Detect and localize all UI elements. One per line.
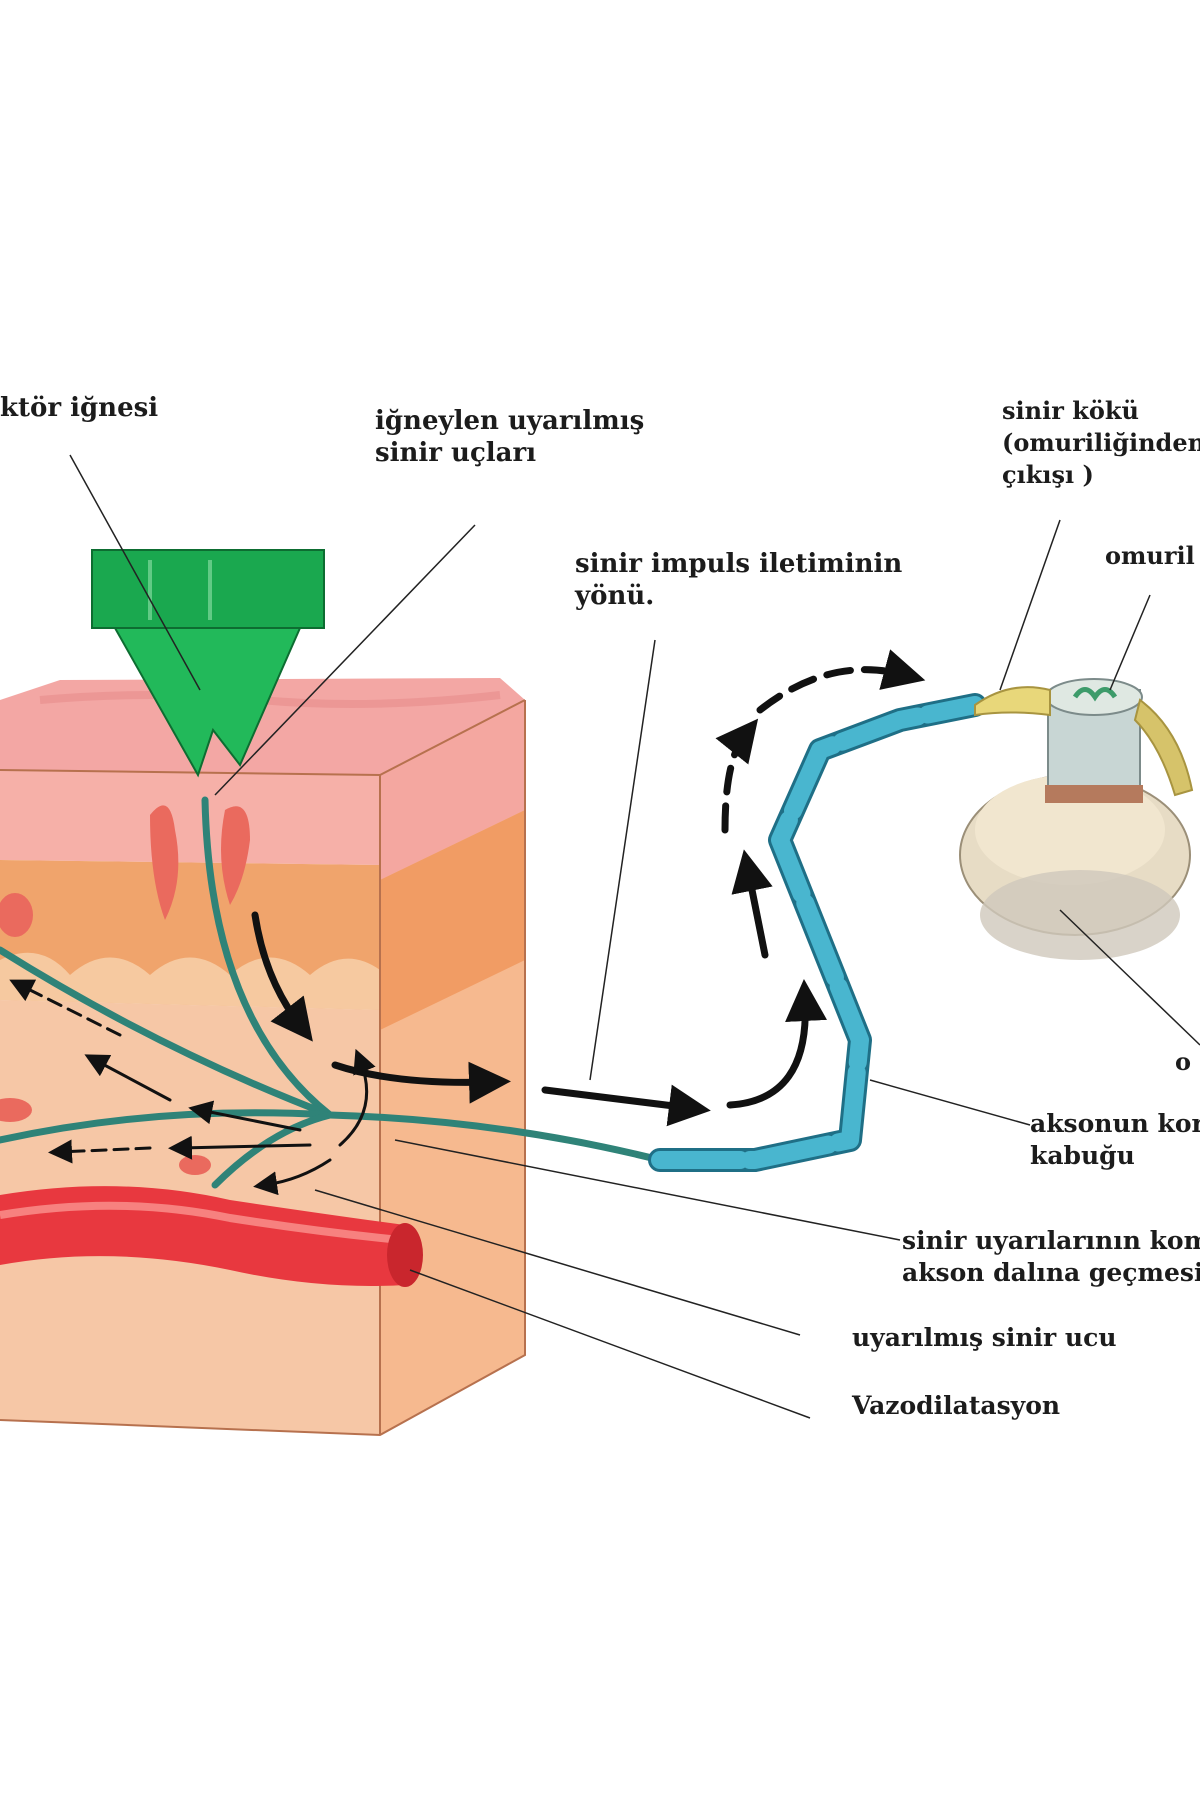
acupuncture-needle xyxy=(91,549,325,778)
label-spinal-cord-line-1: omuril xyxy=(1105,541,1195,570)
label-nerve-root-line-1: sinir kökü xyxy=(1002,396,1139,425)
label-stimulated-ending-line-1: uyarılmış sinir ucu xyxy=(852,1323,1117,1352)
label-stimulated-endings-line-2: sinir uçları xyxy=(375,438,537,468)
label-impulse-direction-line-2: yönü. xyxy=(575,581,655,611)
label-axon-branch-line-2: akson dalına geçmesi xyxy=(902,1258,1200,1287)
vertebra-lower xyxy=(980,870,1180,960)
label-stimulated-nerve-ending: uyarılmış sinir ucu xyxy=(852,1322,1117,1354)
label-nerve-root: sinir kökü (omuriliğinden çıkışı ) xyxy=(1002,395,1200,491)
label-vertebra: o xyxy=(1175,1046,1191,1078)
label-axon-branch-line-1: sinir uyarılarının kom xyxy=(902,1226,1200,1255)
label-needle: ktör iğnesi xyxy=(0,392,158,424)
label-needle-line-1: ktör iğnesi xyxy=(0,393,159,423)
nerve-root xyxy=(974,686,1051,717)
epidermis-layer xyxy=(0,770,380,865)
nerve-fibers xyxy=(0,796,664,1189)
myelin-sheath-segments xyxy=(648,693,987,1172)
label-vasodilation-line-1: Vazodilatasyon xyxy=(852,1391,1061,1420)
block-bottom-edge xyxy=(0,700,526,1437)
label-myelin-sheath-line-1: aksonun kor xyxy=(1030,1109,1200,1138)
leader-lines xyxy=(69,454,1200,1419)
block-side-upper xyxy=(380,700,525,880)
spinal-segment xyxy=(959,678,1194,960)
label-axon-branch-transfer: sinir uyarılarının kom akson dalına geçm… xyxy=(902,1225,1200,1289)
block-side-mid xyxy=(380,810,525,1030)
label-nerve-root-line-2: (omuriliğinden xyxy=(1002,428,1200,457)
label-impulse-direction: sinir impuls iletiminin yönü. xyxy=(575,548,902,612)
label-impulse-direction-line-1: sinir impuls iletiminin xyxy=(575,549,903,579)
vessel-opening xyxy=(387,1223,423,1287)
label-vertebra-line-1: o xyxy=(1175,1047,1192,1076)
label-stimulated-endings-line-1: iğneylen uyarılmış xyxy=(375,406,645,436)
tissue-block xyxy=(0,678,526,1437)
nerve-root-right xyxy=(1133,698,1194,797)
label-myelin-sheath: aksonun kor kabuğu xyxy=(1030,1108,1200,1172)
impulse-arrows xyxy=(9,649,926,1196)
glands xyxy=(0,805,250,1175)
label-myelin-sheath-line-2: kabuğu xyxy=(1030,1141,1135,1170)
label-stimulated-nerve-endings: iğneylen uyarılmış sinir uçları xyxy=(375,405,644,469)
label-vasodilation: Vazodilatasyon xyxy=(852,1390,1060,1422)
label-nerve-root-line-3: çıkışı ) xyxy=(1002,460,1094,489)
label-spinal-cord: omuril xyxy=(1105,540,1195,572)
